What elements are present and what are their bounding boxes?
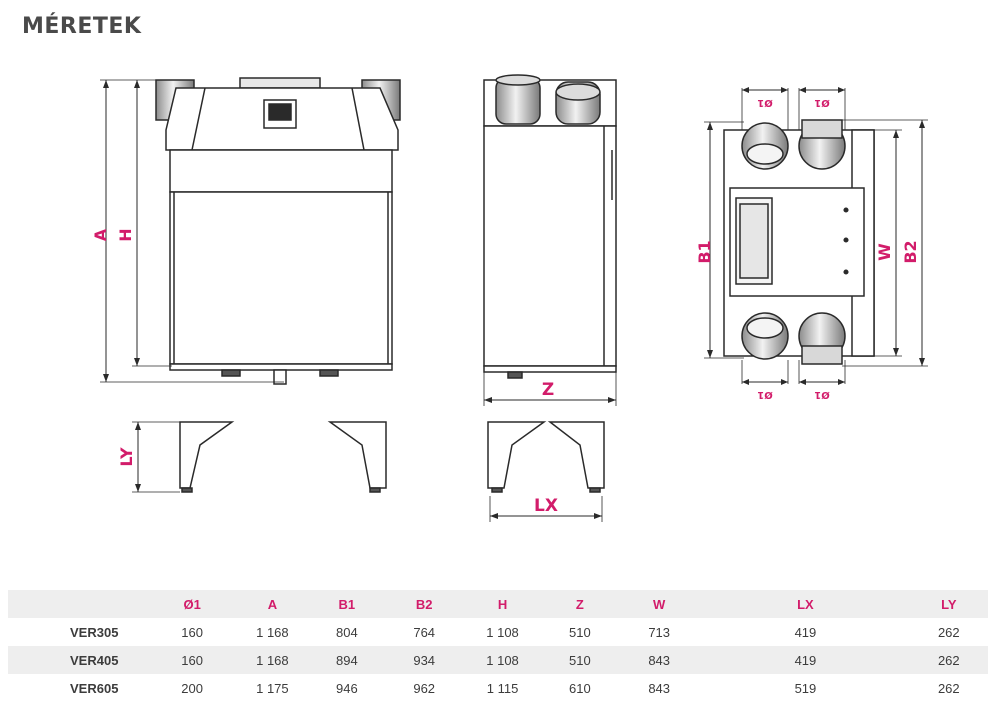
dim-label-z: Z	[542, 380, 554, 400]
dim-label-phi-top-left: Ø1	[757, 97, 773, 109]
table-cell: 419	[701, 646, 910, 674]
front-view	[100, 77, 401, 385]
dim-label-ly: LY	[117, 447, 136, 467]
dim-label-b1: B1	[695, 240, 714, 263]
model-name: VER405	[8, 646, 148, 674]
table-header: H	[462, 590, 543, 618]
table-cell: 934	[386, 646, 463, 674]
table-cell: 1 175	[256, 680, 289, 696]
table-cell: 713	[648, 624, 671, 640]
table-cell: 764	[413, 624, 436, 640]
dim-label-phi-bottom-right: Ø1	[814, 389, 830, 401]
table-cell: 519	[794, 680, 817, 696]
table-cell: 262	[937, 680, 960, 696]
dim-label-b2: B2	[901, 240, 920, 263]
dimension-drawings: A H LY Z	[91, 74, 928, 522]
table-cell: 510	[542, 646, 618, 674]
table-cell: 200	[181, 680, 203, 696]
table-cell: 804	[335, 624, 358, 640]
dim-label-h: H	[116, 228, 135, 241]
table-cell: 1 108	[486, 624, 519, 640]
table-cell: 160	[147, 646, 238, 674]
table-header	[8, 590, 148, 618]
table-cell: 510	[569, 624, 591, 640]
table-header: LY	[909, 590, 988, 618]
table-row: VER605 200 1 175 946 962 1 115 610 843 5…	[8, 674, 988, 702]
table-cell: 1 115	[486, 680, 519, 696]
table-cell: 894	[307, 646, 386, 674]
table-row: VER405 160 1 168 894 934 1 108 510 843 4…	[8, 646, 988, 674]
table-cell: 962	[413, 680, 436, 696]
side-view	[483, 74, 617, 406]
model-name: VER305	[70, 624, 119, 640]
table-header-row: Ø1 A B1 B2 H Z W LX LY	[8, 590, 988, 618]
dim-label-phi-top-right: Ø1	[814, 97, 830, 109]
dimensions-table: Ø1 A B1 B2 H Z W LX LY VER305 160 1 168 …	[8, 590, 988, 702]
table-cell: 1 168	[256, 624, 289, 640]
dim-label-a: A	[91, 228, 110, 241]
table-cell: 1 108	[462, 646, 543, 674]
table-cell: 843	[617, 646, 702, 674]
table-cell: 946	[335, 680, 358, 696]
front-feet	[132, 421, 387, 493]
top-view	[704, 87, 928, 385]
table-cell: 419	[794, 624, 817, 640]
table-header: Ø1	[147, 590, 238, 618]
table-header: B2	[386, 590, 463, 618]
table-header: W	[617, 590, 702, 618]
table-cell: 262	[937, 624, 960, 640]
dim-label-lx: LX	[534, 496, 558, 516]
model-name: VER605	[70, 680, 119, 696]
table-cell: 1 168	[237, 646, 308, 674]
table-cell: 262	[909, 646, 988, 674]
table-cell: 160	[181, 624, 203, 640]
page-title: MÉRETEK	[22, 14, 142, 39]
side-feet	[487, 421, 605, 522]
dim-label-phi-bottom-left: Ø1	[757, 389, 773, 401]
table-header: LX	[701, 590, 910, 618]
table-cell: 843	[648, 680, 671, 696]
table-header: A	[237, 590, 308, 618]
table-header: Z	[542, 590, 618, 618]
table-row: VER305 160 1 168 804 764 1 108 510 713 4…	[8, 618, 988, 646]
dim-label-w: W	[875, 243, 894, 261]
table-cell: 610	[569, 680, 591, 696]
table-header: B1	[307, 590, 386, 618]
